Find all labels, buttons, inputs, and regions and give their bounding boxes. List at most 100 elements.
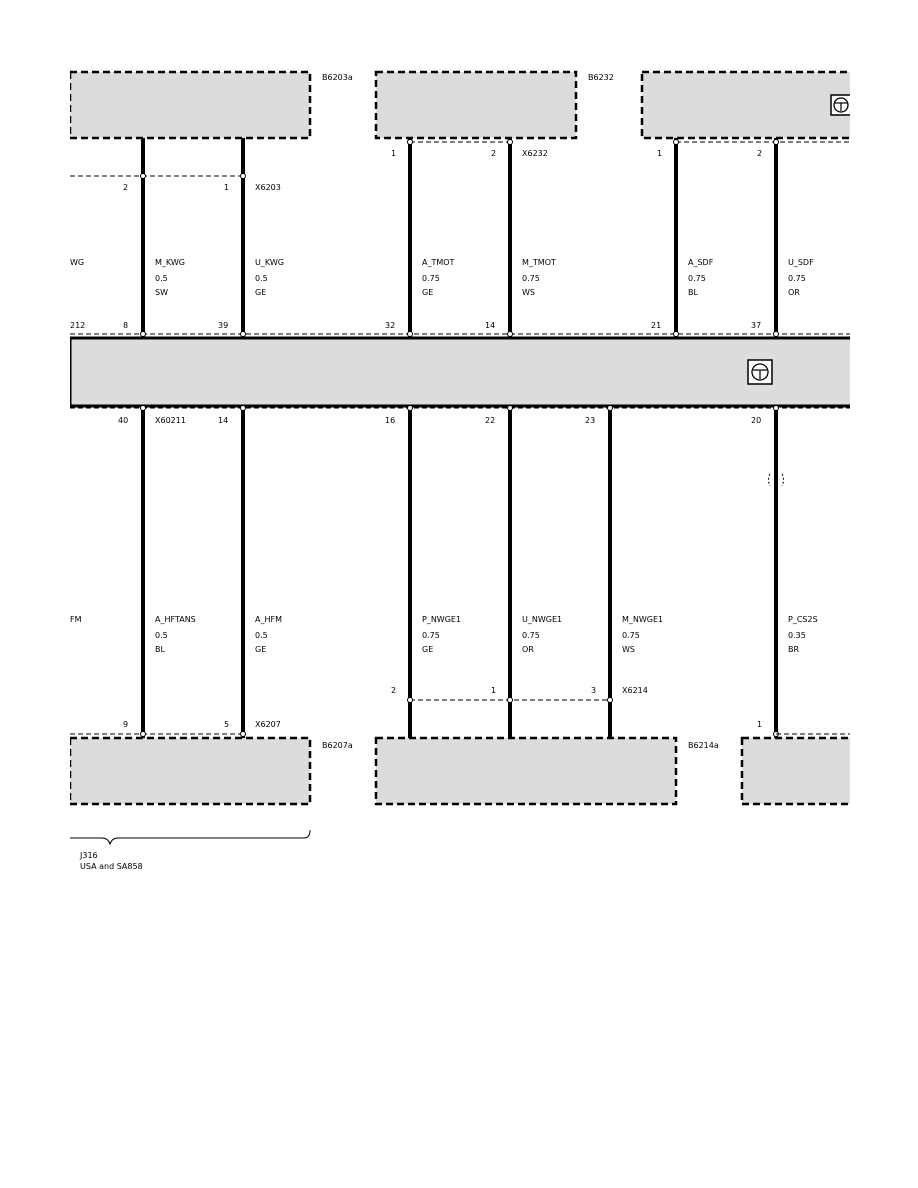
pin-label: 5 — [224, 720, 229, 729]
svg-text:GE: GE — [422, 645, 433, 654]
wire-label-m-tmot: M_TMOT 0.75 WS — [522, 258, 556, 297]
pin-label: 1 — [224, 183, 229, 192]
pin-label: 14 — [218, 416, 228, 425]
pin-label: 37 — [751, 321, 761, 330]
connector-label-x60211: X60211 — [155, 416, 186, 425]
pin-label: 1 — [657, 149, 662, 158]
pin-label: 22 — [485, 416, 495, 425]
wire-label-wg: WG — [70, 258, 84, 267]
pin-label: 32 — [385, 321, 395, 330]
connector-label-x6203: X6203 — [255, 183, 281, 192]
svg-text:0.75: 0.75 — [422, 631, 440, 640]
svg-text:WS: WS — [522, 288, 535, 297]
connector-label-x6232: X6232 — [522, 149, 548, 158]
svg-text:GE: GE — [255, 645, 266, 654]
component-label-b6207a: B6207a — [322, 741, 353, 750]
svg-text:WG: WG — [70, 258, 84, 267]
sensor-symbol-icon — [830, 94, 852, 116]
note-text: USA and SA858 — [80, 862, 143, 871]
pin-label: 1 — [391, 149, 396, 158]
pin-markers-bottom — [140, 405, 779, 411]
svg-text:GE: GE — [255, 288, 266, 297]
svg-text:FM: FM — [70, 615, 82, 624]
connector-label-x6207: X6207 — [255, 720, 281, 729]
component-label-b6214a: B6214a — [688, 741, 719, 750]
svg-text:U_NWGE1: U_NWGE1 — [522, 615, 562, 624]
pin-label: 212 — [70, 321, 85, 330]
svg-text:M_TMOT: M_TMOT — [522, 258, 556, 267]
svg-text:0.75: 0.75 — [622, 631, 640, 640]
connector-label-x6214: X6214 — [622, 686, 648, 695]
svg-text:0.75: 0.75 — [422, 274, 440, 283]
wire-label-m-kwg: M_KWG 0.5 SW — [155, 258, 185, 297]
svg-text:OR: OR — [522, 645, 534, 654]
pin-markers-x6207 — [140, 731, 779, 737]
pin-label: 23 — [585, 416, 595, 425]
pin-label: 2 — [391, 686, 396, 695]
svg-text:OR: OR — [788, 288, 800, 297]
svg-text:P_CS2S: P_CS2S — [788, 615, 818, 624]
svg-text:BR: BR — [788, 645, 799, 654]
pin-label: 2 — [491, 149, 496, 158]
svg-text:U_KWG: U_KWG — [255, 258, 284, 267]
pin-label: 9 — [123, 720, 128, 729]
svg-text:M_KWG: M_KWG — [155, 258, 185, 267]
pin-label: 21 — [651, 321, 661, 330]
component-b6214a — [374, 736, 678, 806]
svg-text:0.5: 0.5 — [155, 274, 168, 283]
svg-text:0.75: 0.75 — [688, 274, 706, 283]
wire-label-m-nwge1: M_NWGE1 0.75 WS — [622, 615, 663, 654]
svg-text:0.5: 0.5 — [155, 631, 168, 640]
component-b6203a — [68, 70, 312, 140]
svg-text:0.35: 0.35 — [788, 631, 806, 640]
pin-label: 39 — [218, 321, 228, 330]
pin-label: 2 — [123, 183, 128, 192]
pin-label: 40 — [118, 416, 128, 425]
wire-label-a-tmot: A_TMOT 0.75 GE — [422, 258, 455, 297]
svg-text:GE: GE — [422, 288, 433, 297]
svg-text:P_NWGE1: P_NWGE1 — [422, 615, 461, 624]
svg-text:U_SDF: U_SDF — [788, 258, 814, 267]
svg-text:0.75: 0.75 — [522, 274, 540, 283]
pin-label: 1 — [491, 686, 496, 695]
wire-label-u-kwg: U_KWG 0.5 GE — [255, 258, 284, 297]
svg-text:A_HFM: A_HFM — [255, 615, 282, 624]
pin-label: 20 — [751, 416, 761, 425]
svg-text:A_TMOT: A_TMOT — [422, 258, 455, 267]
wire-label-u-sdf: U_SDF 0.75 OR — [788, 258, 814, 297]
svg-text:BL: BL — [155, 645, 165, 654]
svg-text:0.5: 0.5 — [255, 631, 268, 640]
pin-label: 14 — [485, 321, 495, 330]
splice-marker-icon — [768, 473, 784, 487]
note-bracket — [70, 829, 311, 846]
svg-text:0.5: 0.5 — [255, 274, 268, 283]
svg-text:BL: BL — [688, 288, 698, 297]
svg-text:0.75: 0.75 — [522, 631, 540, 640]
svg-text:A_SDF: A_SDF — [688, 258, 714, 267]
wire-label-fm: FM — [70, 615, 82, 624]
wire-label-p-nwge1: P_NWGE1 0.75 GE — [422, 615, 461, 654]
pin-label: 1 — [757, 720, 762, 729]
pin-markers-top — [140, 139, 779, 337]
svg-text:0.75: 0.75 — [788, 274, 806, 283]
component-b6232 — [374, 70, 578, 140]
svg-text:M_NWGE1: M_NWGE1 — [622, 615, 663, 624]
pin-label: 3 — [591, 686, 596, 695]
pin-label: 8 — [123, 321, 128, 330]
wire-label-a-hfm: A_HFM 0.5 GE — [255, 615, 282, 654]
wire-label-u-nwge1: U_NWGE1 0.75 OR — [522, 615, 562, 654]
wire-label-a-hftans: A_HFTANS 0.5 BL — [155, 615, 196, 654]
wire-label-p-cs2s: P_CS2S 0.35 BR — [788, 615, 818, 654]
pin-markers-x6214 — [407, 697, 613, 703]
note-code: J316 — [79, 851, 98, 860]
component-label-b6232: B6232 — [588, 73, 614, 82]
pin-label: 16 — [385, 416, 395, 425]
svg-text:A_HFTANS: A_HFTANS — [155, 615, 196, 624]
wire-label-a-sdf: A_SDF 0.75 BL — [688, 258, 714, 297]
pin-label: 2 — [757, 149, 762, 158]
sensor-symbol-icon — [747, 359, 773, 385]
svg-text:WS: WS — [622, 645, 635, 654]
svg-text:SW: SW — [155, 288, 168, 297]
component-b6207a — [68, 736, 312, 806]
